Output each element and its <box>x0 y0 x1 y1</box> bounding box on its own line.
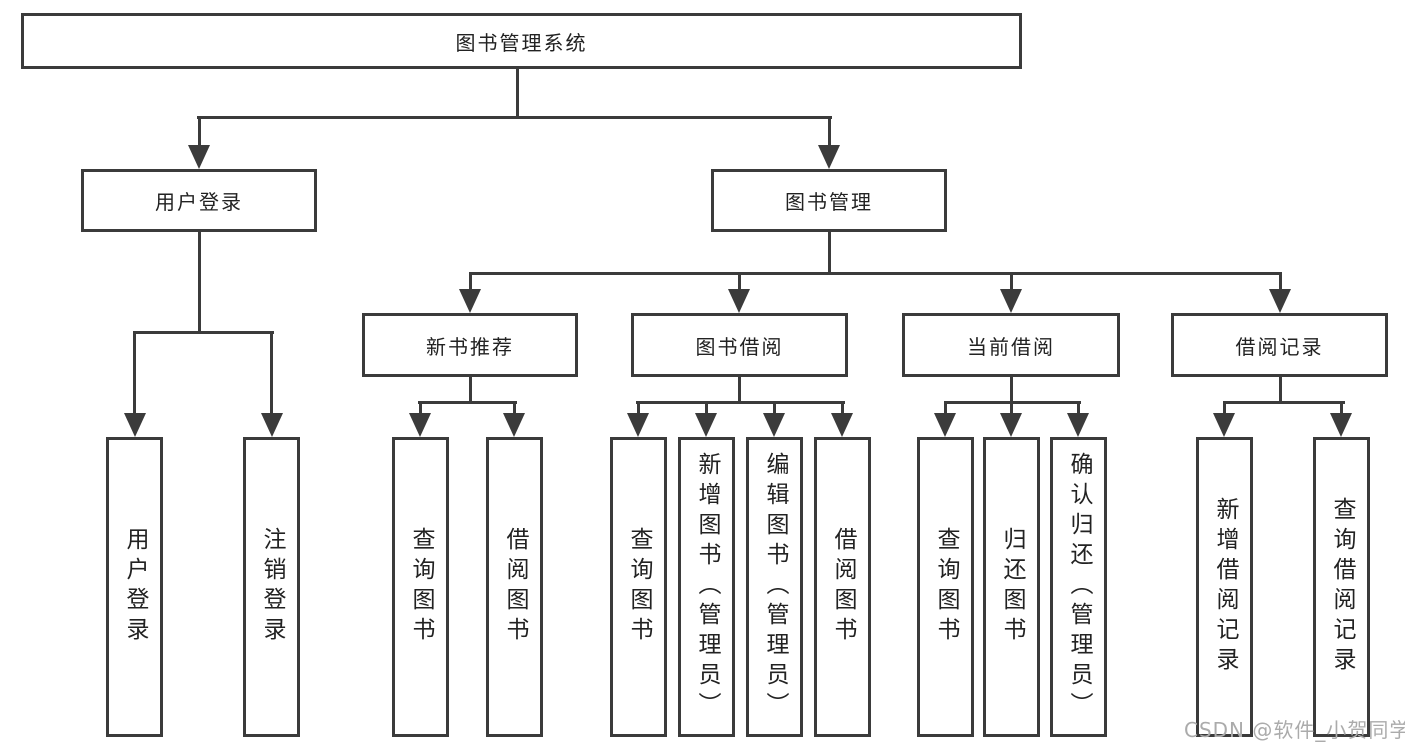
leaf-confirm-return-admin: 确认归还（管理员） <box>1050 437 1107 737</box>
connector-line <box>198 232 201 334</box>
leaf-query-borrow-record: 查询借阅记录 <box>1313 437 1370 737</box>
leaf-borrow-books: 借阅图书 <box>814 437 871 737</box>
arrow-down-icon <box>261 413 283 437</box>
leaf-label: 查询图书 <box>933 527 959 647</box>
leaf-label: 新增图书（管理员） <box>694 452 720 722</box>
node-current-borrow: 当前借阅 <box>902 313 1120 377</box>
leaf-label: 用户登录 <box>122 527 148 647</box>
arrow-down-icon <box>124 413 146 437</box>
connector-line <box>738 377 741 404</box>
connector-line <box>469 377 472 404</box>
leaf-add-book-admin: 新增图书（管理员） <box>678 437 735 737</box>
arrow-down-icon <box>818 145 840 169</box>
connector-line <box>636 401 845 404</box>
connector-line <box>198 116 201 150</box>
arrow-down-icon <box>409 413 431 437</box>
arrow-down-icon <box>831 413 853 437</box>
arrow-down-icon <box>1269 289 1291 313</box>
connector-line <box>828 232 831 275</box>
connector-line <box>1223 401 1345 404</box>
arrow-down-icon <box>695 413 717 437</box>
leaf-label: 借阅图书 <box>502 527 528 647</box>
arrow-down-icon <box>627 413 649 437</box>
leaf-user-login: 用户登录 <box>106 437 163 737</box>
node-book-borrow: 图书借阅 <box>631 313 848 377</box>
leaf-label: 查询图书 <box>626 527 652 647</box>
node-user-login: 用户登录 <box>81 169 317 232</box>
connector-line <box>469 272 1282 275</box>
connector-line <box>513 401 516 416</box>
leaf-label: 归还图书 <box>999 527 1025 647</box>
connector-line <box>418 401 517 404</box>
connector-line <box>1279 377 1282 404</box>
csdn-watermark: CSDN @软件_小贺同学 <box>1184 718 1405 742</box>
leaf-label: 编辑图书（管理员） <box>762 452 788 722</box>
connector-line <box>1010 377 1013 404</box>
connector-line <box>841 401 844 416</box>
leaf-logout: 注销登录 <box>243 437 300 737</box>
arrow-down-icon <box>763 413 785 437</box>
arrow-down-icon <box>728 289 750 313</box>
connector-line <box>828 116 831 150</box>
arrow-down-icon <box>1213 413 1235 437</box>
arrow-down-icon <box>934 413 956 437</box>
node-book-management-system: 图书管理系统 <box>21 13 1022 69</box>
leaf-label: 注销登录 <box>259 527 285 647</box>
node-new-book-recommend: 新书推荐 <box>362 313 578 377</box>
connector-line <box>270 331 273 416</box>
connector-line <box>469 272 472 292</box>
leaf-query-books-borrow: 查询图书 <box>610 437 667 737</box>
connector-line <box>637 401 640 416</box>
connector-line <box>133 331 274 334</box>
arrow-down-icon <box>1330 413 1352 437</box>
connector-line <box>516 68 519 119</box>
leaf-borrow-books-recommend: 借阅图书 <box>486 437 543 737</box>
leaf-return-book: 归还图书 <box>983 437 1040 737</box>
connector-line <box>1279 272 1282 292</box>
connector-line <box>705 401 708 416</box>
connector-line <box>1340 401 1343 416</box>
leaf-query-books-recommend: 查询图书 <box>392 437 449 737</box>
leaf-label: 借阅图书 <box>830 527 856 647</box>
arrow-down-icon <box>503 413 525 437</box>
arrow-down-icon <box>1000 289 1022 313</box>
leaf-label: 查询图书 <box>408 527 434 647</box>
node-book-management: 图书管理 <box>711 169 947 232</box>
arrow-down-icon <box>459 289 481 313</box>
leaf-label: 新增借阅记录 <box>1212 497 1238 677</box>
leaf-query-books-current: 查询图书 <box>917 437 974 737</box>
node-borrow-records: 借阅记录 <box>1171 313 1388 377</box>
leaf-label: 确认归还（管理员） <box>1066 452 1092 722</box>
connector-line <box>738 272 741 292</box>
leaf-edit-book-admin: 编辑图书（管理员） <box>746 437 803 737</box>
connector-line <box>944 401 947 416</box>
leaf-add-borrow-record: 新增借阅记录 <box>1196 437 1253 737</box>
connector-line <box>1010 272 1013 292</box>
connector-line <box>419 401 422 416</box>
connector-line <box>1010 401 1013 416</box>
leaf-label: 查询借阅记录 <box>1329 497 1355 677</box>
arrow-down-icon <box>1000 413 1022 437</box>
connector-line <box>197 116 832 119</box>
arrow-down-icon <box>188 145 210 169</box>
connector-line <box>133 331 136 416</box>
arrow-down-icon <box>1067 413 1089 437</box>
connector-line <box>1077 401 1080 416</box>
connector-line <box>773 401 776 416</box>
connector-line <box>1223 401 1226 416</box>
